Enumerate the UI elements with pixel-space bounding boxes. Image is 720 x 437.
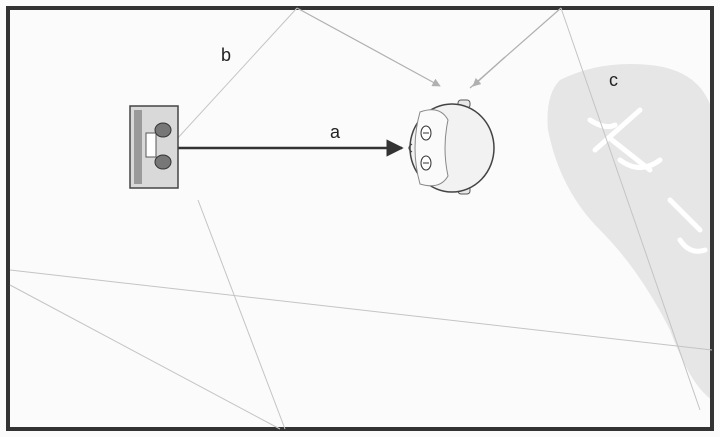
reflection-lines [9,7,713,430]
room-border [6,6,714,431]
speaker-icon [129,105,179,189]
label-b: b [221,45,231,65]
listener-head-icon [408,99,495,195]
reflection-c-arrow [472,56,506,87]
label-a: a [330,122,341,142]
label-c: c [609,70,618,90]
watermark-seal [547,64,712,400]
